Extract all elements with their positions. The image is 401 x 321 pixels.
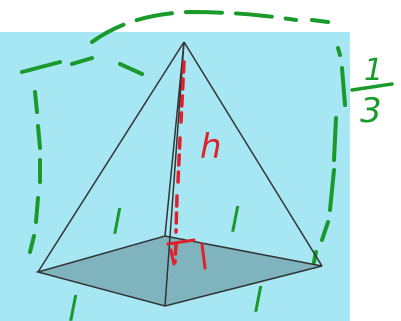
- edge-apex-front: [164, 41, 185, 307]
- edge-label-front-left: l: [68, 290, 78, 321]
- fraction-denominator: 3: [360, 91, 382, 131]
- bounding-box: [20, 9, 347, 264]
- fraction-one-third: 1 3: [350, 53, 394, 131]
- fraction-numerator: 1: [364, 53, 383, 88]
- edge-apex-back: [164, 41, 185, 237]
- edge-label-front-right: l: [253, 281, 263, 321]
- edge-apex-left: [37, 41, 185, 273]
- edge-apex-right: [183, 41, 323, 267]
- edge-label-back-right: l: [230, 201, 240, 241]
- pyramid: [35, 41, 323, 307]
- height-line: [166, 60, 207, 270]
- edge-label-back-left: l: [112, 203, 122, 243]
- height-label: h: [200, 127, 222, 167]
- fraction-bar: [350, 82, 394, 92]
